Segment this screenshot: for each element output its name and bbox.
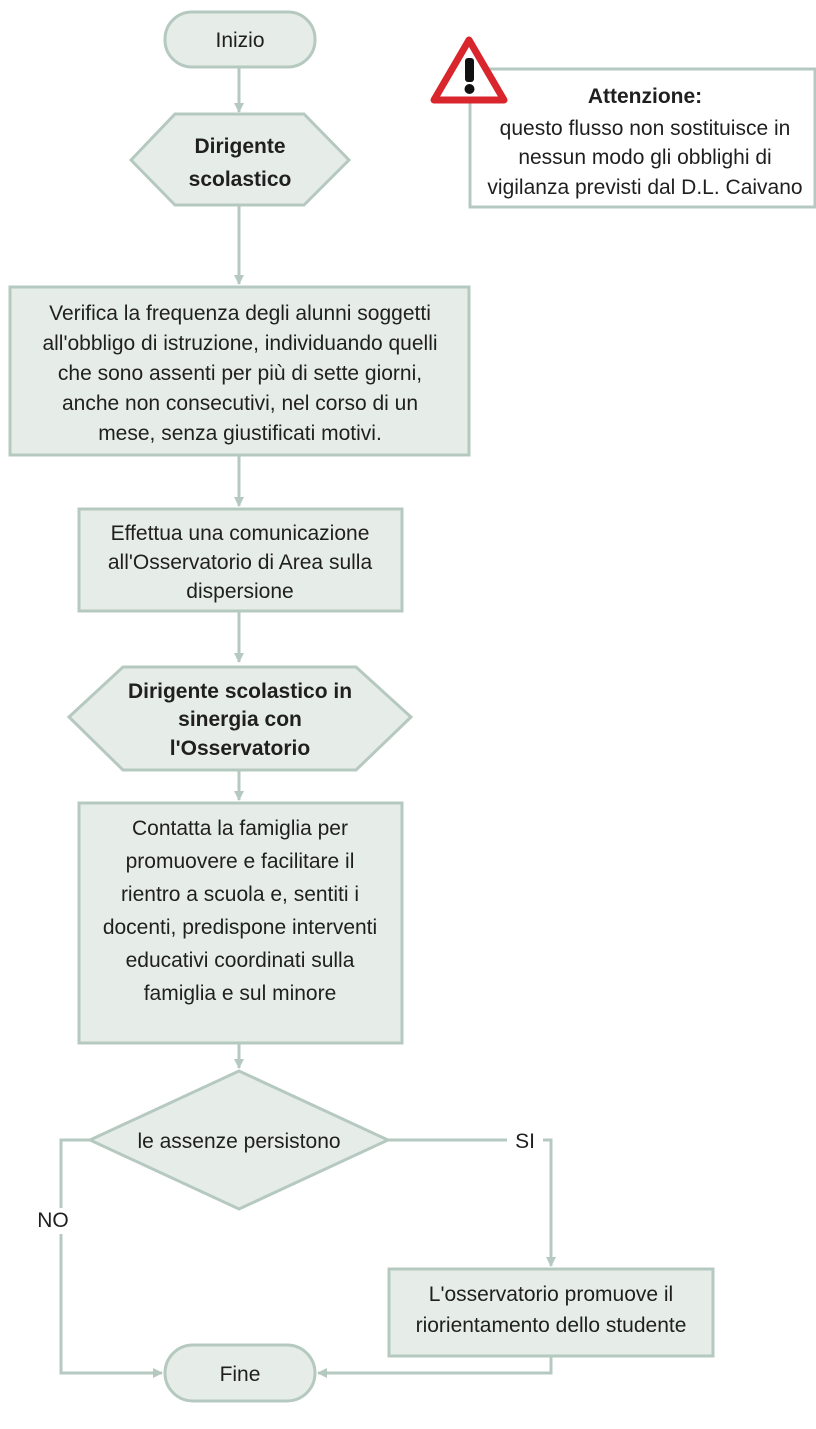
riorientamento-process: L'osservatorio promuove il riorientamento… bbox=[387, 1267, 715, 1358]
verifica-line-1: Verifica la frequenza degli alunni sogge… bbox=[49, 302, 431, 325]
contatta-line-5: educativi coordinati sulla bbox=[126, 949, 355, 972]
warning-title: Attenzione: bbox=[588, 85, 702, 108]
comunicazione-line-2: all'Osservatorio di Area sulla bbox=[108, 551, 373, 574]
verifica-process: Verifica la frequenza degli alunni sogge… bbox=[8, 285, 471, 457]
no-label-bg bbox=[34, 1208, 74, 1234]
contatta-line-2: promuovere e facilitare il bbox=[126, 850, 355, 873]
comunicazione-line-1: Effettua una comunicazione bbox=[111, 522, 370, 545]
verifica-line-5: mese, senza giustificati motivi. bbox=[98, 422, 382, 445]
comunicazione-line-3: dispersione bbox=[186, 580, 293, 603]
sinergia-line-2: sinergia con bbox=[178, 708, 302, 731]
connector-riorientamento-to-end bbox=[317, 1356, 553, 1378]
contatta-process: Contatta la famiglia per promuovere e fac… bbox=[77, 801, 404, 1045]
dirigente-node: Dirigente scolastico bbox=[128, 112, 352, 207]
no-label: NO bbox=[37, 1209, 69, 1232]
end-label: Fine bbox=[220, 1363, 261, 1386]
warning-line-3: vigilanza previsti dal D.L. Caivano bbox=[487, 176, 802, 199]
warning-triangle-icon bbox=[430, 36, 508, 104]
warning-line-1: questo flusso non sostituisce in bbox=[500, 117, 791, 140]
contatta-line-6: famiglia e sul minore bbox=[144, 982, 337, 1005]
warning-note: Attenzione: questo flusso non sostituisc… bbox=[430, 36, 816, 209]
contatta-line-4: docenti, predispone interventi bbox=[103, 916, 377, 939]
riorientamento-line-2: riorientamento dello studente bbox=[416, 1314, 687, 1337]
end-terminator: Fine bbox=[163, 1343, 317, 1403]
sinergia-line-1: Dirigente scolastico in bbox=[128, 680, 352, 703]
decision-label: le assenze persistono bbox=[137, 1130, 340, 1153]
connector-decision-no bbox=[59, 1138, 163, 1378]
start-terminator: Inizio bbox=[163, 10, 317, 69]
sinergia-node: Dirigente scolastico in sinergia con l'O… bbox=[66, 665, 414, 772]
verifica-line-2: all'obbligo di istruzione, individuando … bbox=[42, 332, 437, 355]
decision-node: le assenze persistono bbox=[86, 1069, 392, 1211]
sinergia-line-3: l'Osservatorio bbox=[170, 737, 310, 760]
comunicazione-process: Effettua una comunicazione all'Osservato… bbox=[77, 507, 404, 613]
dirigente-label-line-2: scolastico bbox=[189, 168, 292, 191]
yes-label: SI bbox=[515, 1130, 535, 1153]
warning-line-2: nessun modo gli obblighi di bbox=[518, 146, 771, 169]
yes-label-bg bbox=[507, 1126, 543, 1152]
connector-decision-yes bbox=[388, 1138, 556, 1267]
verifica-line-3: che sono assenti per più di sette giorni… bbox=[58, 362, 422, 385]
contatta-line-1: Contatta la famiglia per bbox=[132, 817, 348, 840]
contatta-line-3: rientro a scuola e, sentiti i bbox=[121, 883, 359, 906]
dirigente-label-line-1: Dirigente bbox=[194, 135, 285, 158]
connectors bbox=[59, 66, 556, 1378]
verifica-line-4: anche non consecutivi, nel corso di un bbox=[62, 392, 418, 415]
riorientamento-line-1: L'osservatorio promuove il bbox=[429, 1283, 673, 1306]
start-label: Inizio bbox=[215, 29, 264, 52]
